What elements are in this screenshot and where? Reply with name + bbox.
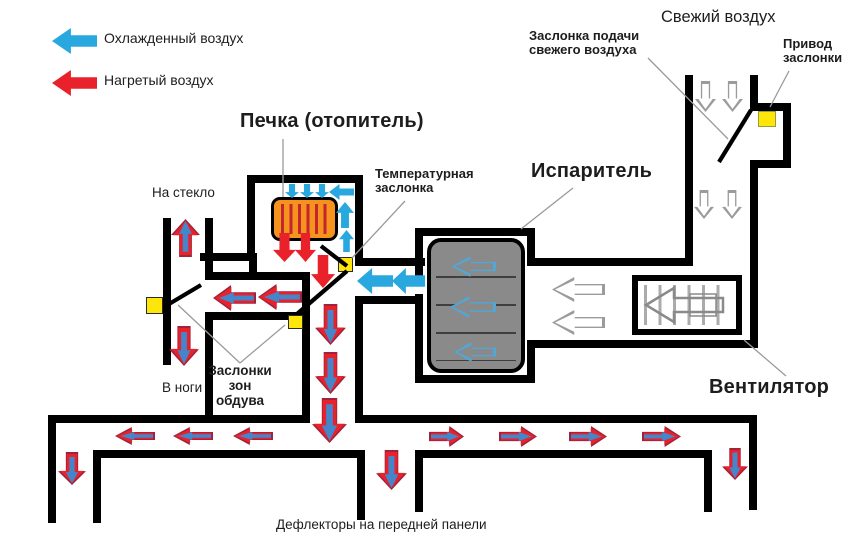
duct-wall	[415, 450, 423, 512]
heater-core-fins	[281, 204, 328, 234]
heater-label: Печка (отопитель)	[240, 110, 424, 132]
to-windshield-label: На стекло	[152, 185, 215, 200]
duct-wall	[415, 375, 535, 383]
legend-cooled-label: Охлажденный воздух	[104, 30, 244, 46]
duct-wall	[415, 228, 535, 236]
duct-wall	[527, 340, 758, 348]
duct-wall	[302, 312, 310, 423]
duct-wall	[93, 450, 365, 458]
duct-wall	[750, 75, 758, 111]
legend-heated-label: Нагретый воздух	[104, 72, 214, 88]
duct-wall	[200, 253, 257, 261]
fresh-air-damper-actuator	[758, 111, 776, 127]
duct-wall	[249, 253, 257, 280]
duct-wall	[48, 415, 310, 423]
mixed-air-arrow	[312, 398, 347, 443]
legend-hot-air-arrow-icon	[52, 70, 97, 96]
duct-wall	[205, 312, 310, 320]
mixed-air-arrow	[642, 426, 681, 447]
duct-wall	[527, 228, 535, 266]
temp-damper-actuator	[338, 257, 353, 272]
duct-wall	[415, 450, 712, 458]
cool-air-arrow	[285, 184, 299, 198]
duct-wall	[355, 175, 363, 266]
duct-wall	[93, 450, 101, 523]
duct-wall	[527, 340, 535, 383]
mixed-air-arrow	[169, 326, 199, 366]
duct-wall	[783, 103, 791, 168]
mixed-air-arrow	[569, 426, 607, 447]
mixed-air-arrow	[213, 285, 256, 311]
zone-damper-actuator	[288, 315, 303, 329]
mixed-air-arrow	[429, 426, 464, 447]
evaporator-flow-arrow	[450, 296, 496, 318]
mixed-air-arrow	[315, 304, 346, 345]
hot-air-arrow	[311, 255, 335, 288]
zone-damper-actuator	[146, 297, 163, 314]
legend-cool-air-arrow-icon	[52, 28, 97, 54]
evaporator-flow-arrow	[452, 256, 496, 277]
fresh-air-arrow	[722, 81, 743, 112]
cool-air-arrow	[357, 268, 393, 294]
panel-deflectors-label: Дефлекторы на передней панели	[276, 517, 487, 532]
duct-wall	[48, 415, 56, 523]
fan-unit	[632, 275, 742, 335]
duct-wall	[527, 258, 693, 266]
duct-wall	[415, 228, 423, 276]
duct-wall	[205, 272, 310, 280]
zone-dampers-label: Заслонки зон обдува	[208, 363, 272, 408]
duct-wall	[704, 450, 712, 512]
fresh-air-label: Свежий воздух	[661, 8, 776, 26]
temp-damper-label: Температурная заслонка	[375, 166, 474, 196]
duct-wall	[357, 450, 365, 520]
duct-wall	[205, 218, 213, 280]
airflow-arrow	[552, 277, 605, 302]
fresh-air-arrow	[695, 81, 716, 112]
mixed-air-arrow	[499, 426, 537, 447]
airflow-arrow	[552, 310, 605, 335]
cool-air-arrow	[336, 202, 354, 228]
duct-wall	[247, 175, 255, 261]
mixed-air-arrow	[722, 448, 748, 480]
fresh-air-damper-label: Заслонка подачи свежего воздуха	[529, 28, 640, 58]
mixed-air-arrow	[58, 452, 86, 485]
duct-wall	[355, 258, 425, 266]
fan-label: Вентилятор	[709, 376, 830, 398]
duct-wall	[685, 75, 693, 262]
cool-air-arrow	[315, 184, 329, 198]
mixed-air-arrow	[315, 352, 346, 394]
duct-wall	[247, 175, 363, 183]
duct-wall	[205, 312, 213, 423]
fresh-air-arrow	[694, 190, 714, 219]
fresh-air-arrow	[722, 190, 742, 219]
duct-wall	[750, 160, 758, 348]
mixed-air-arrow	[115, 427, 155, 445]
duct-wall	[415, 294, 423, 383]
duct-wall	[355, 415, 757, 423]
mixed-air-arrow	[233, 427, 273, 445]
mixed-air-arrow	[258, 284, 302, 310]
to-feet-label: В ноги	[162, 380, 203, 395]
cool-air-arrow	[339, 230, 354, 252]
heater-core	[271, 197, 338, 241]
duct-wall	[357, 296, 423, 304]
duct-wall	[749, 415, 757, 510]
mixed-air-arrow	[171, 219, 200, 257]
evaporator-label: Испаритель	[531, 160, 653, 182]
fan-suction-arrow-icon	[643, 285, 725, 325]
cool-air-arrow	[300, 184, 314, 198]
evaporator-core	[427, 238, 525, 373]
duct-wall	[355, 296, 363, 423]
duct-wall	[750, 160, 791, 168]
mixed-air-arrow	[173, 427, 213, 445]
evaporator-flow-arrow	[454, 342, 496, 362]
mixed-air-arrow	[376, 450, 407, 490]
damper-drive-label: Привод заслонки	[783, 36, 843, 66]
